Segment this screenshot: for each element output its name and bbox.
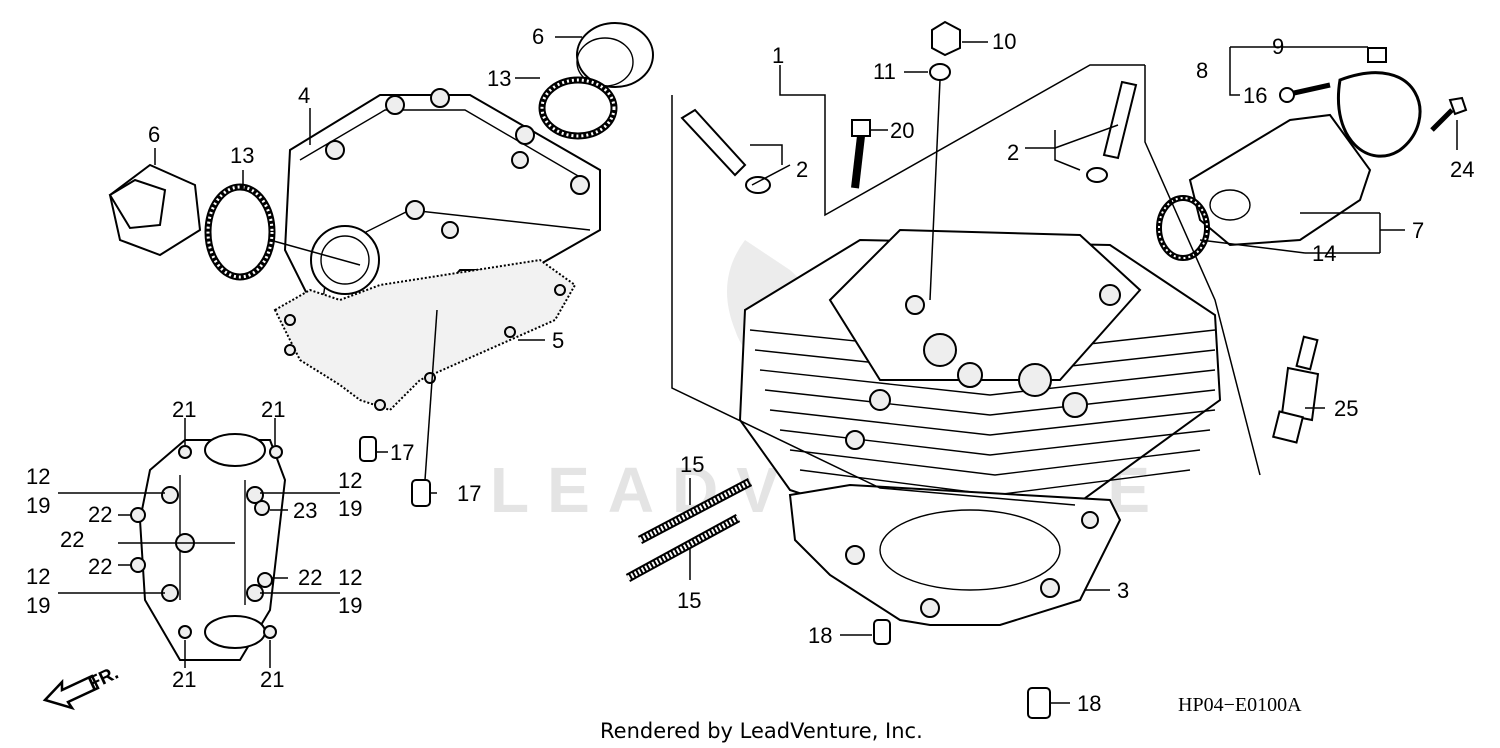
dowel-pin-upper[interactable]	[359, 436, 377, 462]
credit-line: Rendered by LeadVenture, Inc.	[600, 719, 923, 743]
o-ring-top[interactable]	[538, 76, 618, 140]
callout-6-left: 6	[148, 122, 160, 147]
callout-19-ul: 19	[26, 493, 50, 518]
callout-22-b: 22	[60, 527, 84, 552]
callout-21-bl: 21	[172, 667, 196, 692]
callout-21-br: 21	[260, 667, 284, 692]
callout-16: 16	[1243, 83, 1267, 108]
spark-plug[interactable]	[1271, 335, 1320, 444]
callout-2-left: 2	[796, 157, 808, 182]
callout-18-lower: 18	[1077, 691, 1101, 716]
tappet-cap-top[interactable]	[576, 22, 654, 88]
callout-19-ll: 19	[26, 593, 50, 618]
callout-labels: 1 2 2 3 4 5 6 6 7 8 9 10 11 12 12 12 12 …	[26, 24, 1474, 716]
o-ring-left[interactable]	[204, 183, 276, 281]
intake-pipe[interactable]	[1188, 113, 1372, 247]
callout-5: 5	[552, 328, 564, 353]
callout-12-ll: 12	[26, 564, 50, 589]
callout-8: 8	[1196, 58, 1208, 83]
callout-15-top: 15	[680, 452, 704, 477]
callout-11: 11	[873, 59, 896, 84]
cylinder-head[interactable]	[738, 228, 1222, 562]
intake-bolt[interactable]	[1430, 96, 1468, 132]
callout-13-left: 13	[230, 143, 254, 168]
callout-20: 20	[890, 118, 914, 143]
rocker-arm-holder-plate[interactable]	[130, 433, 287, 661]
callout-12-ur: 12	[338, 468, 362, 493]
front-direction-arrow: FR.	[42, 663, 122, 711]
callout-1: 1	[772, 43, 784, 68]
callout-14: 14	[1312, 241, 1336, 266]
callout-24: 24	[1450, 157, 1474, 182]
callout-18-upper: 18	[808, 623, 832, 648]
leader-lines	[58, 36, 1458, 704]
callout-12-ul: 12	[26, 464, 50, 489]
callout-19-lr: 19	[338, 593, 362, 618]
callout-25: 25	[1334, 396, 1358, 421]
band-screw[interactable]	[1279, 82, 1331, 103]
cap-nut[interactable]	[931, 20, 961, 57]
callout-9: 9	[1272, 34, 1284, 59]
dowel-pin-bottom[interactable]	[1027, 687, 1051, 719]
callout-19-ur: 19	[338, 496, 362, 521]
insulator-band[interactable]	[1337, 47, 1422, 158]
cylinder-head-gasket[interactable]	[788, 483, 1122, 626]
callout-10: 10	[992, 29, 1016, 54]
sealing-washer[interactable]	[929, 63, 951, 81]
callout-22-d: 22	[298, 565, 322, 590]
callout-12-lr: 12	[338, 565, 362, 590]
diagram-code: HP04−E0100A	[1178, 694, 1302, 716]
callout-17-upper: 17	[390, 440, 414, 465]
callout-4: 4	[298, 83, 310, 108]
head-bolt[interactable]	[851, 119, 871, 189]
callout-21-tl: 21	[172, 397, 196, 422]
callout-23: 23	[293, 498, 317, 523]
dowel-pin-gasket[interactable]	[873, 619, 891, 645]
callout-2-right: 2	[1007, 140, 1019, 165]
callout-22-a: 22	[88, 502, 112, 527]
o-ring-intake[interactable]	[1156, 195, 1210, 261]
valve-guide-right[interactable]	[1086, 80, 1138, 183]
callout-3: 3	[1117, 578, 1129, 603]
callout-22-c: 22	[88, 554, 112, 579]
callout-15-bottom: 15	[677, 588, 701, 613]
cover-gasket[interactable]	[273, 258, 577, 412]
dowel-pin-lower[interactable]	[411, 479, 431, 507]
callout-7: 7	[1412, 218, 1424, 243]
callout-6-top: 6	[532, 24, 544, 49]
stud-bolts[interactable]	[625, 478, 753, 582]
callout-17-lower: 17	[457, 481, 481, 506]
callout-13-top: 13	[487, 66, 511, 91]
tappet-cap-left[interactable]	[108, 163, 202, 257]
valve-guide-left[interactable]	[680, 108, 771, 194]
callout-21-tr: 21	[261, 397, 285, 422]
